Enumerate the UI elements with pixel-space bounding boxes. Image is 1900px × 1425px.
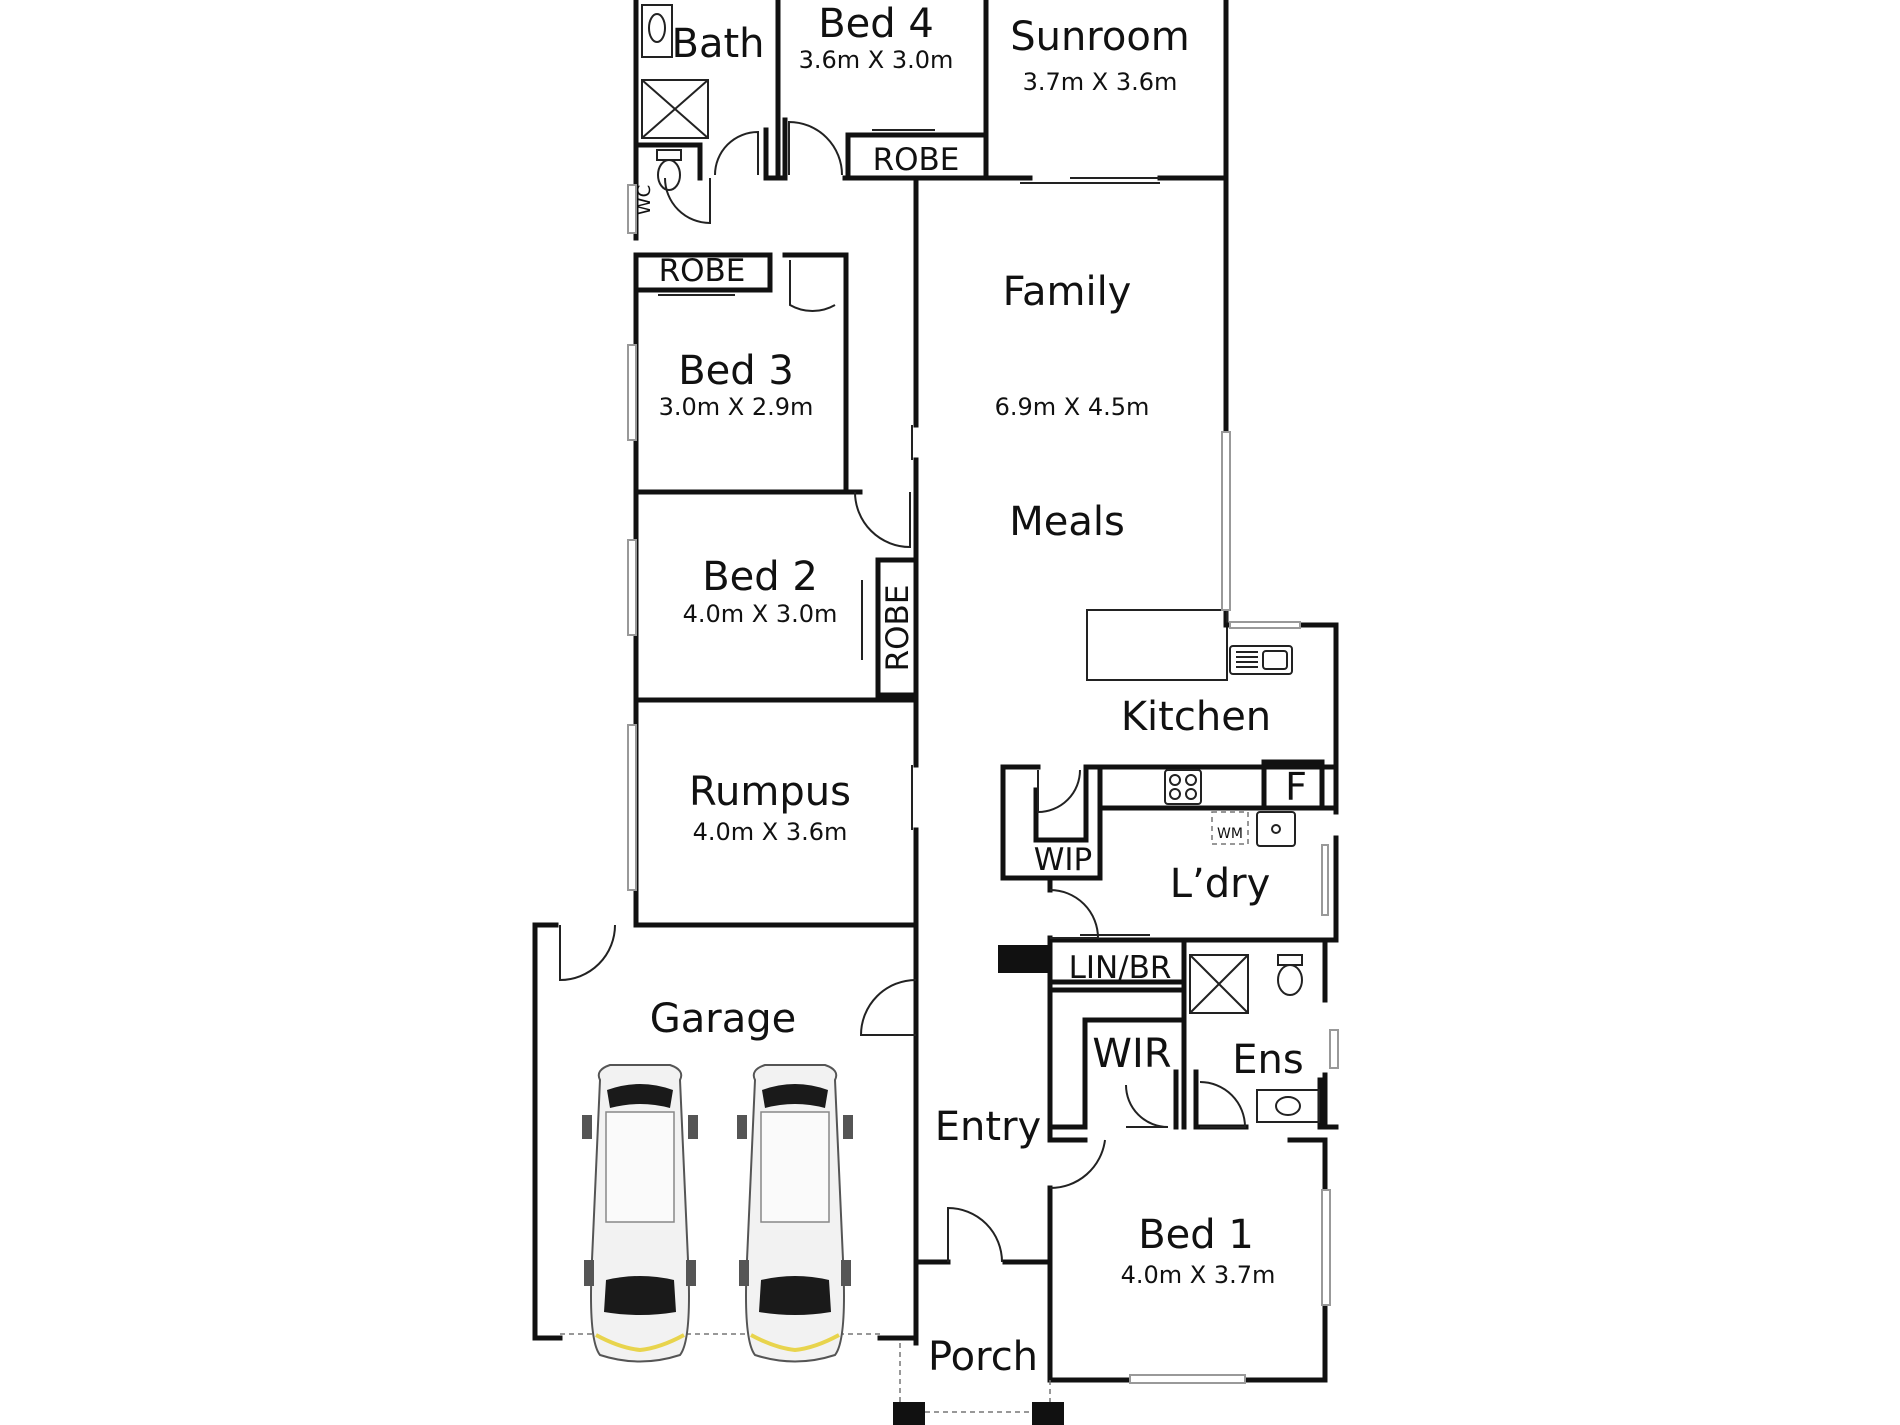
bed4-label: Bed 4 [818, 1, 934, 47]
car-icon [735, 1063, 855, 1364]
door-swing-icon [1125, 1084, 1169, 1128]
door-swing-icon [714, 130, 759, 176]
room-labels: Bath Bed 4 3.6m X 3.0m Sunroom 3.7m X 3.… [634, 1, 1307, 1380]
entry-label: Entry [935, 1104, 1041, 1150]
shower-icon [1189, 954, 1249, 1014]
washer-label: WM [1217, 826, 1243, 842]
window-icon [627, 539, 637, 636]
window-icon [1321, 844, 1329, 916]
window-icon [1329, 1029, 1339, 1069]
fixtures [580, 4, 1325, 1364]
shower-icon [641, 79, 709, 139]
robe-bed2-label: ROBE [880, 585, 916, 672]
window-icon [1129, 1374, 1246, 1384]
wir-label: WIR [1092, 1031, 1171, 1077]
window-icon [627, 344, 637, 441]
window-icon [1321, 1189, 1331, 1306]
door-swing-icon [859, 979, 917, 1036]
windows [560, 129, 1339, 1413]
toilet-icon [656, 149, 682, 191]
bath-label: Bath [672, 21, 765, 67]
family-label: Family [1003, 269, 1132, 315]
sink-icon [641, 4, 673, 58]
wc-label: WC [634, 185, 655, 215]
porch-label: Porch [928, 1334, 1038, 1380]
family-size: 6.9m X 4.5m [995, 393, 1150, 421]
ensuite-label: Ens [1232, 1037, 1303, 1083]
door-swing-icon [1049, 1139, 1106, 1190]
door-swing-icon [1049, 889, 1100, 939]
car-icon [580, 1063, 700, 1364]
robe-bed3-label: ROBE [659, 253, 746, 289]
doors [559, 120, 1247, 1263]
kitchen-label: Kitchen [1121, 694, 1271, 740]
bed4-size: 3.6m X 3.0m [799, 46, 954, 74]
door-swing-icon [854, 491, 911, 549]
bed3-size: 3.0m X 2.9m [659, 393, 814, 421]
door-swing-icon [1037, 769, 1081, 814]
bed2-label: Bed 2 [702, 554, 818, 600]
bed2-size: 4.0m X 3.0m [683, 600, 838, 628]
laundry-label: L’dry [1170, 861, 1271, 907]
sink-icon [1256, 1089, 1320, 1123]
window-icon [627, 184, 637, 234]
window-icon [1221, 431, 1231, 611]
window-icon [627, 724, 637, 891]
wip-label: WIP [1034, 842, 1093, 878]
door-swing-icon [559, 924, 616, 982]
door-swing-icon [947, 1206, 1003, 1263]
garage-label: Garage [650, 996, 796, 1042]
rumpus-size: 4.0m X 3.6m [693, 818, 848, 846]
linen-label: LIN/BR [1069, 950, 1172, 986]
sink-icon [1229, 645, 1293, 675]
sunroom-size: 3.7m X 3.6m [1023, 68, 1178, 96]
robe-bed4-label: ROBE [873, 142, 960, 178]
bed3-label: Bed 3 [678, 348, 794, 394]
bed1-size: 4.0m X 3.7m [1121, 1261, 1276, 1289]
door-swing-icon [664, 177, 711, 225]
toilet-icon [1277, 954, 1303, 996]
bed1-label: Bed 1 [1138, 1212, 1254, 1258]
fridge-label: F [1285, 765, 1307, 809]
door-swing-icon [1199, 1081, 1247, 1128]
rumpus-label: Rumpus [689, 769, 851, 815]
sink-icon [1256, 811, 1296, 847]
cooktop-icon [1164, 769, 1202, 805]
sunroom-label: Sunroom [1010, 14, 1190, 60]
meals-label: Meals [1009, 499, 1125, 545]
door-swing-icon [789, 260, 836, 312]
door-swing-icon [788, 120, 843, 176]
window-icon [1229, 621, 1301, 629]
